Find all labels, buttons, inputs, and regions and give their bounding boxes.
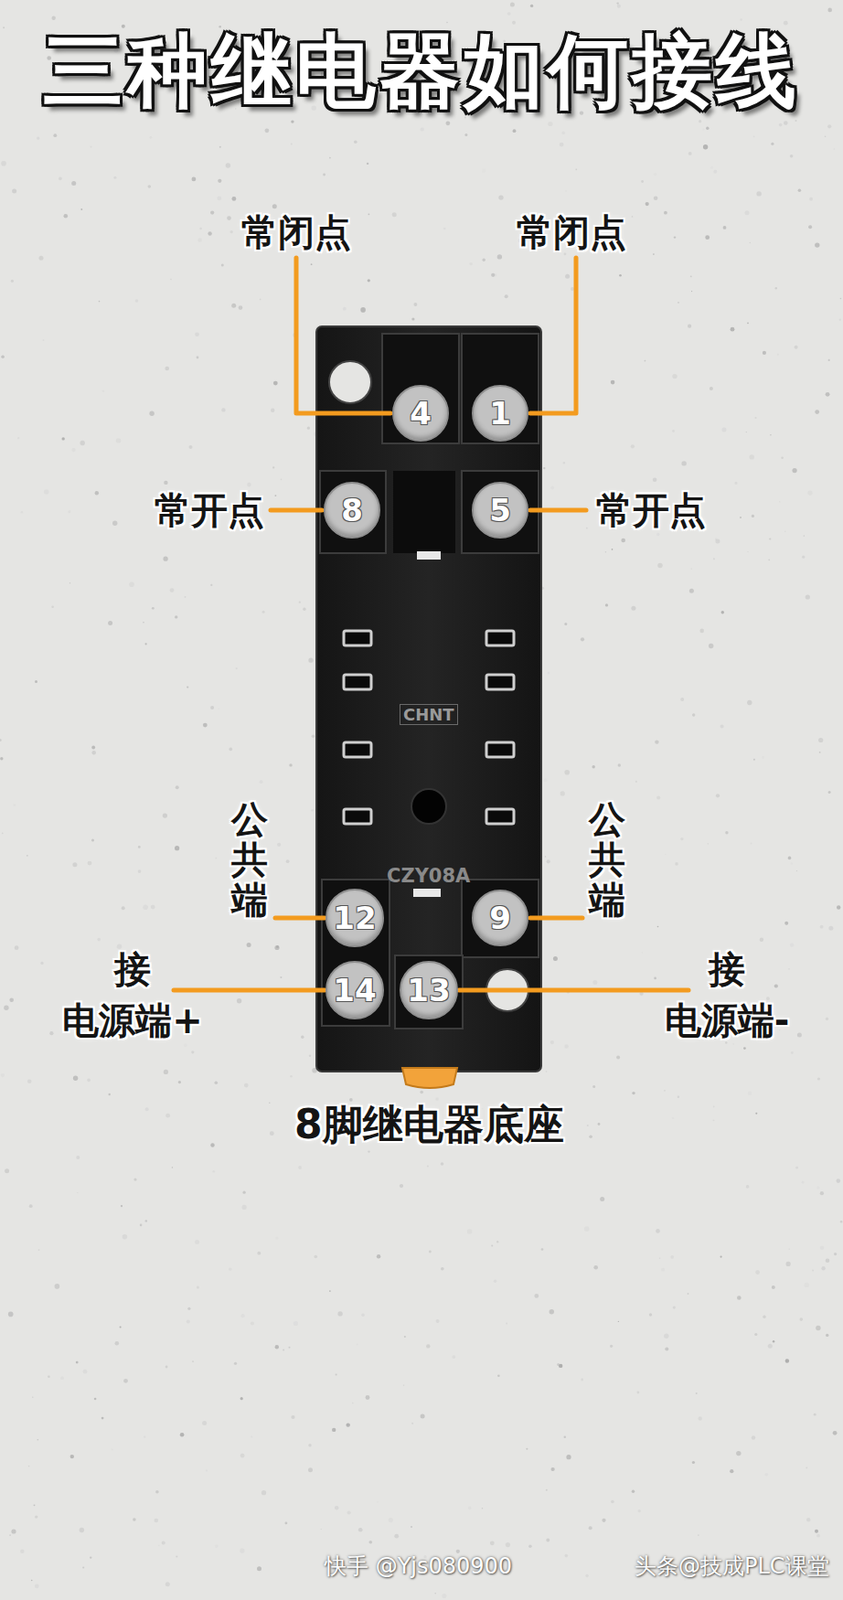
terminal-circle: 9 xyxy=(471,889,529,947)
terminal-number: 12 xyxy=(332,899,376,937)
center-recess xyxy=(393,470,456,554)
model-number: CZY08A xyxy=(386,864,470,887)
terminal-pocket xyxy=(461,470,539,554)
leader-lines xyxy=(173,257,689,991)
terminal-pocket xyxy=(320,470,386,554)
power-label: 接 电源端- xyxy=(653,943,801,1046)
contact-label: 常闭点 xyxy=(241,210,352,255)
terminal-circle: 12 xyxy=(325,888,385,948)
terminal-number: 5 xyxy=(489,491,512,529)
terminal-circle: 14 xyxy=(325,960,385,1020)
terminal-number: 13 xyxy=(406,971,450,1009)
pin-slots xyxy=(343,630,514,824)
terminal-number: 14 xyxy=(332,971,376,1009)
center-hole xyxy=(411,789,447,824)
contact-label: 常开点 xyxy=(596,488,706,533)
contact-label: 常闭点 xyxy=(516,210,627,255)
socket-body xyxy=(316,326,542,1072)
watermark: 快手 @Yjs080900 xyxy=(324,1551,513,1581)
common-label: 公共端 xyxy=(231,799,268,920)
terminal-circle: 13 xyxy=(399,960,459,1020)
terminal-circle: 1 xyxy=(471,384,529,442)
index-mark xyxy=(416,551,441,560)
terminal-circle: 4 xyxy=(392,384,449,442)
terminal-number: 9 xyxy=(489,899,512,937)
terminal-pocket xyxy=(382,333,459,444)
title-text: 三种继电器如何接线 xyxy=(42,17,801,127)
contact-label: 常开点 xyxy=(154,488,265,533)
terminal-pocket xyxy=(394,955,463,1029)
terminal-pocket xyxy=(461,879,539,958)
power-label: 接 电源端+ xyxy=(59,943,206,1046)
release-tab xyxy=(402,1067,458,1089)
terminal-number: 1 xyxy=(489,394,512,432)
terminal-number: 8 xyxy=(341,491,363,529)
terminal-pocket xyxy=(321,879,390,1026)
brand-logo: CHNT xyxy=(399,704,459,726)
index-mark xyxy=(413,888,441,897)
common-label: 公共端 xyxy=(588,799,626,920)
mounting-hole xyxy=(329,361,372,404)
caption-text: 8脚继电器底座 xyxy=(294,1100,565,1150)
terminal-pocket xyxy=(461,333,539,444)
terminal-number: 4 xyxy=(409,394,432,432)
watermark: 头条@技成PLC课堂 xyxy=(634,1551,830,1581)
terminal-circle: 8 xyxy=(323,481,381,539)
terminal-circle: 5 xyxy=(471,481,529,539)
